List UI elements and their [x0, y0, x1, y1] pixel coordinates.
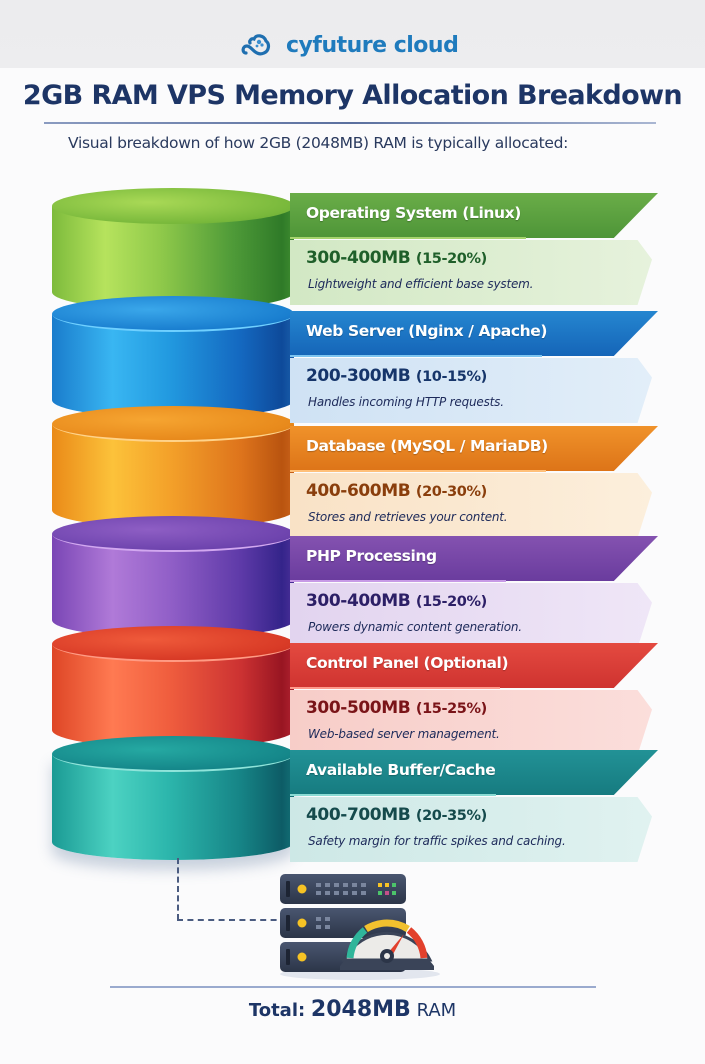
cylinder-buffer-cache	[52, 736, 294, 862]
segment-details: 400-700MB (20-35%) Safety margin for tra…	[290, 797, 652, 862]
segment-value: 300-500MB	[306, 698, 411, 718]
footer-divider	[110, 986, 596, 988]
segment-description: Lightweight and efficient base system.	[308, 277, 534, 291]
segment-details: 300-400MB (15-20%) Lightweight and effic…	[290, 240, 652, 305]
segment-header: Operating System (Linux)	[290, 193, 658, 238]
segment-header: Available Buffer/Cache	[290, 750, 658, 795]
segment-details: 300-400MB (15-20%) Powers dynamic conten…	[290, 583, 652, 648]
segment-label: Control Panel (Optional)	[306, 654, 509, 672]
cylinder-os	[52, 188, 294, 310]
segment-percent: (15-25%)	[415, 701, 487, 717]
segment-details: 200-300MB (10-15%) Handles incoming HTTP…	[290, 358, 652, 423]
server-speedometer-icon	[280, 874, 440, 980]
brand-name: cyfuture cloud	[286, 32, 459, 58]
cylinder-database	[52, 406, 294, 530]
header-band	[0, 0, 705, 68]
segment-header: Control Panel (Optional)	[290, 643, 658, 688]
segment-description: Stores and retrieves your content.	[308, 510, 508, 524]
page-title: 2GB RAM VPS Memory Allocation Breakdown	[22, 80, 683, 111]
segment-label: PHP Processing	[306, 547, 437, 565]
segment-details: 400-600MB (20-30%) Stores and retrieves …	[290, 473, 652, 538]
connector-line	[177, 919, 287, 921]
total-summary: Total: 2048MB RAM	[0, 997, 705, 1022]
total-unit: RAM	[416, 1000, 457, 1021]
segment-percent: (20-30%)	[415, 484, 487, 500]
segment-header: PHP Processing	[290, 536, 658, 581]
segment-description: Powers dynamic content generation.	[308, 620, 522, 634]
segment-label: Database (MySQL / MariaDB)	[306, 437, 548, 455]
segment-percent: (20-35%)	[415, 808, 487, 824]
cylinder-web-server	[52, 296, 294, 420]
segment-value: 400-700MB	[306, 805, 411, 825]
segment-percent: (10-15%)	[415, 369, 487, 385]
segment-description: Safety margin for traffic spikes and cac…	[308, 834, 566, 848]
cylinder-php	[52, 516, 294, 640]
segment-percent: (15-20%)	[415, 251, 487, 267]
segment-header: Database (MySQL / MariaDB)	[290, 426, 658, 471]
cylinder-control-panel	[52, 626, 294, 750]
total-label: Total:	[248, 1000, 306, 1021]
segment-value: 300-400MB	[306, 591, 411, 611]
segment-label: Available Buffer/Cache	[306, 761, 496, 779]
segment-description: Web-based server management.	[308, 727, 500, 741]
segment-header: Web Server (Nginx / Apache)	[290, 311, 658, 356]
cloud-logo-icon	[241, 34, 271, 56]
connector-line	[177, 858, 179, 920]
segment-label: Operating System (Linux)	[306, 204, 521, 222]
segment-description: Handles incoming HTTP requests.	[308, 395, 504, 409]
total-value: 2048MB	[310, 997, 411, 1022]
segment-details: 300-500MB (15-25%) Web-based server mana…	[290, 690, 652, 755]
segment-value: 300-400MB	[306, 248, 411, 268]
subtitle: Visual breakdown of how 2GB (2048MB) RAM…	[68, 134, 569, 152]
title-divider	[44, 122, 656, 124]
segment-value: 200-300MB	[306, 366, 411, 386]
segment-percent: (15-20%)	[415, 594, 487, 610]
segment-value: 400-600MB	[306, 481, 411, 501]
brand-logo: cyfuture cloud	[240, 27, 459, 63]
segment-label: Web Server (Nginx / Apache)	[306, 322, 548, 340]
